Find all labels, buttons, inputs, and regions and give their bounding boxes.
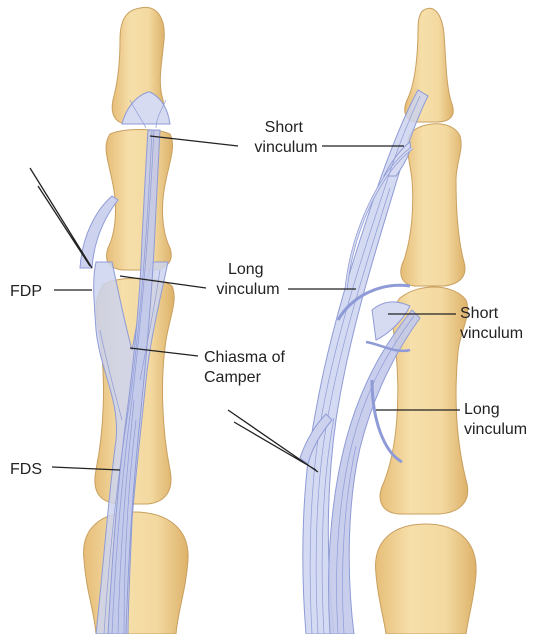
label-chiasma: Chiasma of Camper — [204, 349, 289, 386]
left-retractor — [30, 168, 92, 268]
label-fdp: FDP — [10, 283, 42, 300]
label-short-vinculum-right: Short vinculum — [460, 305, 523, 342]
label-long-vinculum-center: Long vinculum — [216, 261, 279, 298]
label-fds: FDS — [10, 461, 42, 478]
right-metacarpal — [376, 524, 477, 634]
label-long-vinculum-right: Long vinculum — [464, 401, 527, 438]
label-short-vinculum-left: Short vinculum — [254, 119, 317, 156]
right-retractor — [228, 410, 318, 472]
